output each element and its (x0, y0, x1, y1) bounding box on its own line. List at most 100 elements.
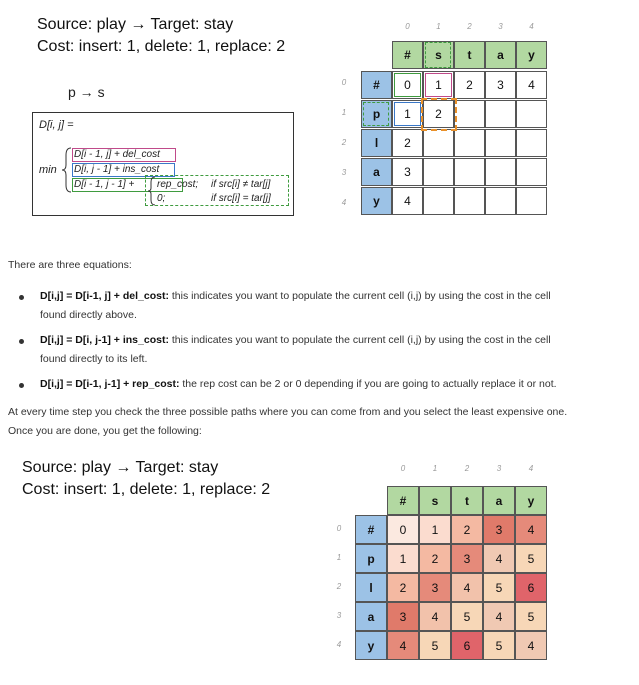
top-row-index: 0 (341, 78, 347, 87)
top-cell-empty (485, 158, 516, 186)
top-row-label: p (361, 100, 392, 128)
bottom-matrix-cell: 5 (419, 631, 451, 660)
bottom-row-index: 1 (336, 553, 342, 562)
bullet-dot (19, 383, 24, 388)
bottom-matrix-cell: 1 (419, 515, 451, 544)
top-cell-empty (423, 158, 454, 186)
case-dashed-box (145, 175, 289, 206)
bottom-col-index: 0 (400, 464, 406, 473)
bottom-matrix-cell: 3 (451, 544, 483, 573)
bullet-rep-eq: D[i,j] = D[i-1, j-1] + rep_cost: (40, 378, 180, 390)
top-col-index: 0 (405, 22, 410, 31)
top-cell: 0 (392, 71, 423, 99)
bullet-del-desc: this indicates you want to populate the … (168, 290, 551, 302)
ins-cost-highlight (72, 163, 175, 177)
bottom-matrix-cell: 4 (387, 631, 419, 660)
bottom-source-line: Source: play → Target: stay (22, 459, 219, 476)
outro-text-2: Once you are done, you get the following… (8, 425, 202, 437)
bottom-col-index: 1 (432, 464, 438, 473)
bottom-matrix-cell: 2 (451, 515, 483, 544)
top-row-label: l (361, 129, 392, 157)
outro-text-1: At every time step you check the three p… (8, 406, 568, 418)
bullet-dot (19, 295, 24, 300)
top-cell-empty (485, 100, 516, 128)
bottom-row-label: # (355, 515, 387, 544)
top-cell: 2 (454, 71, 485, 99)
bottom-matrix-cell: 4 (419, 602, 451, 631)
top-cell-current: 2 (423, 100, 454, 128)
formula-min: min (39, 164, 57, 176)
bottom-matrix-cell: 3 (387, 602, 419, 631)
del-cost-highlight (72, 148, 176, 162)
case-zero: 0; (157, 193, 166, 204)
bottom-matrix-cell: 0 (387, 515, 419, 544)
bullet-ins-desc2: found directly to its left. (40, 353, 148, 365)
bottom-matrix-cell: 6 (451, 631, 483, 660)
top-cell-empty (454, 129, 485, 157)
top-row-index: 1 (341, 108, 347, 117)
bottom-row-label: y (355, 631, 387, 660)
top-cell-empty (454, 100, 485, 128)
bottom-row-label: l (355, 573, 387, 602)
bullet-del-desc2: found directly above. (40, 309, 137, 321)
rep-cost-highlight (72, 178, 183, 192)
top-header-cell: a (485, 41, 516, 69)
bullet-del-eq: D[i,j] = D[i-1, j] + del_cost: (40, 290, 169, 302)
bottom-col-index: 3 (496, 464, 502, 473)
bottom-row-index: 4 (336, 640, 342, 649)
bottom-matrix-cell: 1 (387, 544, 419, 573)
bullet-rep: D[i,j] = D[i-1, j-1] + rep_cost: the rep… (40, 375, 630, 394)
top-header-cell: # (392, 41, 423, 69)
formula-line-del: D[i - 1, j] + del_cost (74, 149, 160, 160)
top-header-cell: y (516, 41, 547, 69)
bottom-row-index: 2 (336, 582, 342, 591)
bottom-row-label: a (355, 602, 387, 631)
top-cell-empty (516, 187, 547, 215)
top-row-index: 2 (341, 138, 347, 147)
top-col-index: 1 (436, 22, 441, 31)
bottom-header-cell: # (387, 486, 419, 515)
formula-box: D[i, j] = min D[i - 1, j] + del_cost D[i… (32, 112, 294, 216)
top-cost-line: Cost: insert: 1, delete: 1, replace: 2 (37, 38, 286, 55)
top-row-label: # (361, 71, 392, 99)
case-brace-icon (147, 176, 156, 206)
bottom-matrix-cell: 3 (419, 573, 451, 602)
formula-line-ins: D[i, j - 1] + ins_cost (74, 164, 160, 175)
top-row-index: 3 (341, 168, 347, 177)
bullet-ins-eq: D[i,j] = D[i, j-1] + ins_cost: (40, 334, 169, 346)
bottom-matrix-cell: 4 (483, 544, 515, 573)
bottom-matrix-cell: 5 (451, 602, 483, 631)
target-char-dashed-highlight (425, 42, 451, 68)
bullet-ins-desc: this indicates you want to populate the … (168, 334, 551, 346)
bottom-matrix-cell: 5 (483, 631, 515, 660)
case-rep-cost: rep_cost; (157, 179, 199, 190)
top-header-cell: s (423, 41, 454, 69)
top-cell-empty (423, 187, 454, 215)
bottom-header-cell: a (483, 486, 515, 515)
formula-line-rep: D[i - 1, j - 1] + (74, 179, 135, 190)
intro-text: There are three equations: (8, 259, 132, 271)
top-header-cell: t (454, 41, 485, 69)
top-cell-empty (485, 187, 516, 215)
bottom-header-cell: y (515, 486, 547, 515)
case-zero-cond: if src[i] = tar[j] (211, 193, 271, 204)
bottom-matrix-cell: 2 (387, 573, 419, 602)
top-cell-empty (423, 129, 454, 157)
bullet-del: D[i,j] = D[i-1, j] + del_cost: this indi… (40, 287, 630, 325)
current-cell-dashed-highlight (421, 98, 457, 131)
p-to-s-label: p → s (68, 84, 105, 100)
bottom-matrix-cell: 5 (515, 544, 547, 573)
bottom-row-label: p (355, 544, 387, 573)
top-col-index: 2 (467, 22, 472, 31)
bullet-rep-desc: the rep cost can be 2 or 0 depending if … (179, 378, 557, 390)
top-cell-empty (516, 100, 547, 128)
top-cell: 2 (392, 129, 423, 157)
bottom-row-index: 3 (336, 611, 342, 620)
top-col-index: 4 (529, 22, 534, 31)
bottom-col-index: 2 (464, 464, 470, 473)
bottom-header-cell: s (419, 486, 451, 515)
top-row-index: 4 (341, 198, 347, 207)
bottom-matrix-cell: 6 (515, 573, 547, 602)
bullet-dot (19, 339, 24, 344)
bottom-row-index: 0 (336, 524, 342, 533)
